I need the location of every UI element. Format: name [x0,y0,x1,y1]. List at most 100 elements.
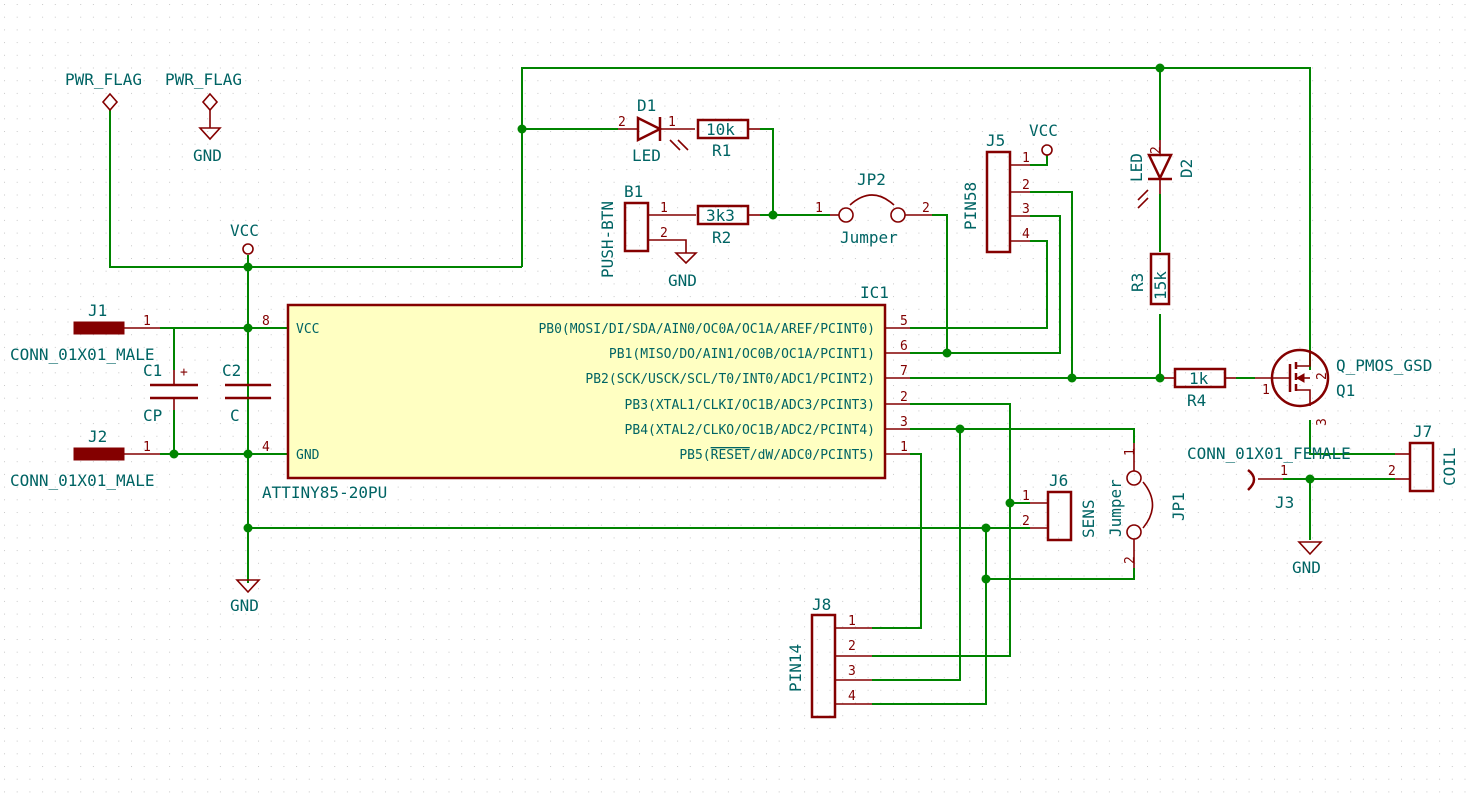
j7-value: COIL [1440,447,1459,486]
junction [1005,498,1015,508]
d2-pin-number: 2 [1149,146,1164,154]
gnd-symbol-icon [674,252,698,265]
j1-ref: J1 [88,301,107,320]
j8-body [810,613,837,719]
jp2-arc [849,194,895,206]
j8-pin-number: 2 [848,639,856,654]
pwr-flag-1[interactable]: PWR_FLAG [65,70,142,112]
connector-j6[interactable]: 1 2 J6 SENS [1022,471,1098,542]
j7-pin-number: 2 [1388,464,1396,479]
d1-pin-number: 1 [668,115,676,130]
resistor-r2[interactable]: 3k3 R2 [696,204,760,247]
ic-attiny85[interactable]: IC1 ATTINY85-20PU 8 VCC 4 GND 5 6 7 2 3 … [262,283,910,502]
ic1-pin-name: PB4(XTAL2/CLKO/OC1B/ADC2/PCINT4) [625,423,875,438]
junction [981,523,991,533]
capacitor-c1[interactable]: + C1 CP [143,361,198,425]
j6-value: SENS [1079,499,1098,538]
led-d2[interactable]: 2 D2 LED [1127,140,1196,209]
j8-pin-number: 3 [848,664,856,679]
ic1-pin-number: 4 [262,440,270,455]
connector-j8[interactable]: 1 2 3 4 J8 PIN14 [786,595,872,719]
connector-j5[interactable]: 1 2 3 4 J5 PIN58 VCC [961,121,1058,254]
wire-j5-pin2 [1030,191,1073,378]
pb5-prefix: PB5( [679,448,710,463]
b1-pin-line [648,239,687,253]
ic1-pin-number: 8 [262,314,270,329]
gnd-symbol-icon [1297,541,1323,556]
wire-j5-vcc [1030,155,1048,166]
d1-pin-number: 2 [618,115,626,130]
junction [942,348,952,358]
ic1-pin-name-pb5: PB5(RESET/dW/ADC0/PCINT5) [679,448,875,463]
junction [981,574,991,584]
jp1-arc [1142,481,1154,529]
r3-value: 15k [1151,271,1170,300]
q1-pin-number: 1 [1262,383,1270,398]
c1-ref: C1 [143,361,162,380]
connector-j3[interactable]: 1 CONN_01X01_FEMALE J3 GND [1187,444,1351,577]
d2-arrow [1137,189,1149,201]
b1-pin-number: 1 [660,201,668,216]
capacitor-c2[interactable]: C2 C [222,361,271,425]
j3-socket-icon [1247,469,1256,491]
j1-pin-body [73,321,125,335]
d1-arrow [677,139,689,151]
junctions [169,63,1315,584]
junction [517,124,527,134]
r3-ref: R3 [1128,273,1147,292]
b1-ref: B1 [624,182,643,201]
j1-pin-number: 1 [143,314,151,329]
c2-value: C [230,406,240,425]
resistor-r3[interactable]: 15k R3 [1128,252,1171,306]
gnd-symbol-left[interactable]: GND [230,579,261,615]
jumper-jp1[interactable]: 1 2 JP1 Jumper [1106,443,1188,568]
ic1-value: ATTINY85-20PU [262,483,387,502]
d1-value: LED [632,146,661,165]
led-d1[interactable]: 2 1 D1 LED [618,96,695,165]
j8-pin-number: 4 [848,689,856,704]
connector-j7[interactable]: 2 J7 COIL [1388,422,1459,493]
c1-value: CP [143,406,162,425]
wire-q1-drain [1309,420,1395,455]
j6-body [1046,490,1073,542]
gnd-symbol-icon [235,579,261,594]
j5-ref: J5 [986,131,1005,150]
wire-pb4-j8 [872,429,961,681]
connector-j1[interactable]: 1 J1 CONN_01X01_MALE [10,301,160,364]
j5-pin-number: 1 [1022,151,1030,166]
connector-b1[interactable]: 1 2 B1 PUSH-BTN GND [598,182,698,290]
j5-pin-number: 4 [1022,227,1030,242]
jp1-ref: JP1 [1169,492,1188,521]
r1-value: 10k [706,120,735,139]
vcc-symbol-left[interactable]: VCC [230,221,259,255]
j3-value: CONN_01X01_FEMALE [1187,444,1351,463]
connector-j2[interactable]: 1 J2 CONN_01X01_MALE [10,427,160,490]
q1-ref: Q1 [1336,381,1355,400]
ic1-ref: IC1 [860,283,889,302]
q1-pin-number: 2 [1315,372,1330,380]
resistor-r1[interactable]: 10k R1 [696,118,760,160]
q1-arrow-icon [1295,373,1305,383]
ic1-pin-name: PB1(MISO/DO/AIN1/OC0B/OC1A/PCINT1) [609,347,875,362]
resistor-r4[interactable]: 1k R4 [1164,367,1236,410]
wire-j8-pin4 [872,528,987,705]
ic1-pin-name: PB2(SCK/USCK/SCL/T0/INT0/ADC1/PCINT2) [585,372,875,387]
junction [768,210,778,220]
ic1-pin-name: VCC [296,322,319,337]
jumper-jp2[interactable]: 1 2 JP2 Jumper [815,170,932,247]
pwr-flag-label: PWR_FLAG [65,70,142,89]
c1-plus-icon: + [180,365,188,380]
ic1-pin-name: PB0(MOSI/DI/SDA/AIN0/OC0A/OC1A/AREF/PCIN… [538,322,875,337]
b1-body [623,201,650,253]
j5-pin-number: 3 [1022,202,1030,217]
ic1-body [286,303,887,480]
gnd-label: GND [668,271,697,290]
wire-top-rail [521,67,1311,370]
pwr-flag-2[interactable]: PWR_FLAG GND [165,70,242,165]
pb5-suffix: /dW/ADC0/PCINT5) [750,448,875,463]
j7-body [1408,441,1435,493]
junction [243,323,253,333]
mosfet-q1[interactable]: 1 2 3 Q_PMOS_GSD Q1 [1255,348,1432,426]
wire-jp2-pb1 [932,214,948,353]
wire-pb0-j5 [910,240,1048,329]
